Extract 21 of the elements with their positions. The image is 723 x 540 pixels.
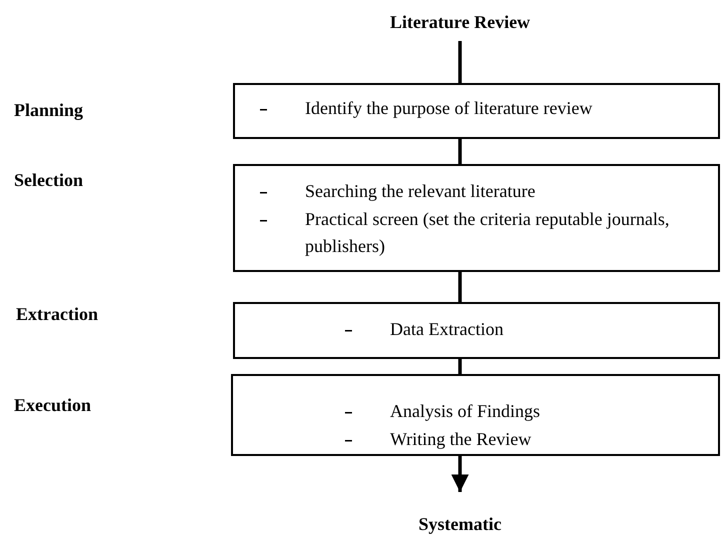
heading-text: Systematic	[418, 514, 502, 535]
list-item-text: Data Extraction	[390, 318, 504, 341]
connector-line	[458, 272, 462, 302]
heading-text: Literature Review	[390, 12, 530, 33]
phase-label: Selection	[14, 170, 83, 191]
process-box	[233, 302, 720, 359]
list-item-text: Searching the relevant literature	[305, 180, 536, 203]
connector-line	[458, 139, 462, 164]
list-item-text: Identify the purpose of literature review	[305, 97, 594, 120]
phase-label: Extraction	[16, 304, 98, 325]
connector-line	[458, 41, 462, 83]
phase-label: Execution	[14, 395, 92, 416]
list-item-text: Practical screen (set the criteria reputable journals, publishers)	[305, 208, 670, 258]
process-box	[233, 83, 720, 139]
list-item-text: Writing the Review	[390, 428, 532, 451]
process-box	[231, 374, 720, 456]
phase-label: Planning	[14, 100, 84, 121]
arrow	[451, 456, 469, 492]
process-box	[233, 164, 720, 272]
list-item-text: Analysis of Findings	[390, 400, 542, 423]
connector-line	[458, 359, 462, 374]
